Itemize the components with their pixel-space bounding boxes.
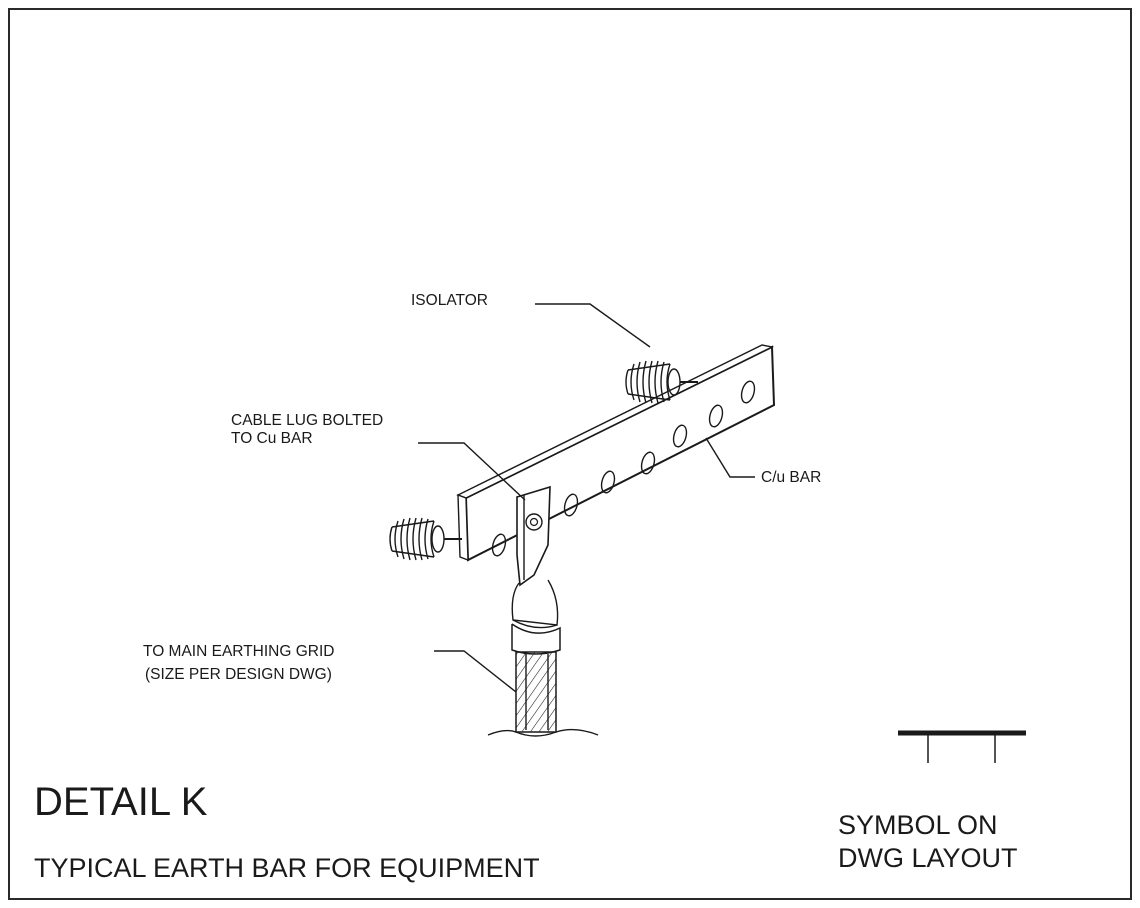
- detail-subtitle: TYPICAL EARTH BAR FOR EQUIPMENT: [34, 853, 540, 883]
- detail-title: DETAIL K: [34, 780, 208, 824]
- drawing-frame: [8, 8, 1132, 900]
- isolator-lower: [389, 517, 463, 561]
- earthing-label-line1: TO MAIN EARTHING GRID: [143, 643, 334, 660]
- bar-holes: [491, 380, 756, 557]
- symbol-caption-line1: SYMBOL ON: [838, 810, 998, 840]
- cu-bar-label: C/u BAR: [761, 469, 821, 486]
- symbol-caption-line2: DWG LAYOUT: [838, 843, 1018, 873]
- isolator-label: ISOLATOR: [411, 292, 488, 309]
- layout-symbol: [898, 730, 1026, 763]
- earthing-label-line2: (SIZE PER DESIGN DWG): [145, 666, 332, 683]
- leader-lines: [418, 303, 755, 693]
- cable-lug: [511, 485, 561, 655]
- cable-lug-label-line2: TO Cu BAR: [231, 430, 313, 447]
- copper-bar: [456, 344, 776, 562]
- cable-lug-label-line1: CABLE LUG BOLTED: [231, 412, 383, 429]
- earthing-cable: [487, 651, 599, 737]
